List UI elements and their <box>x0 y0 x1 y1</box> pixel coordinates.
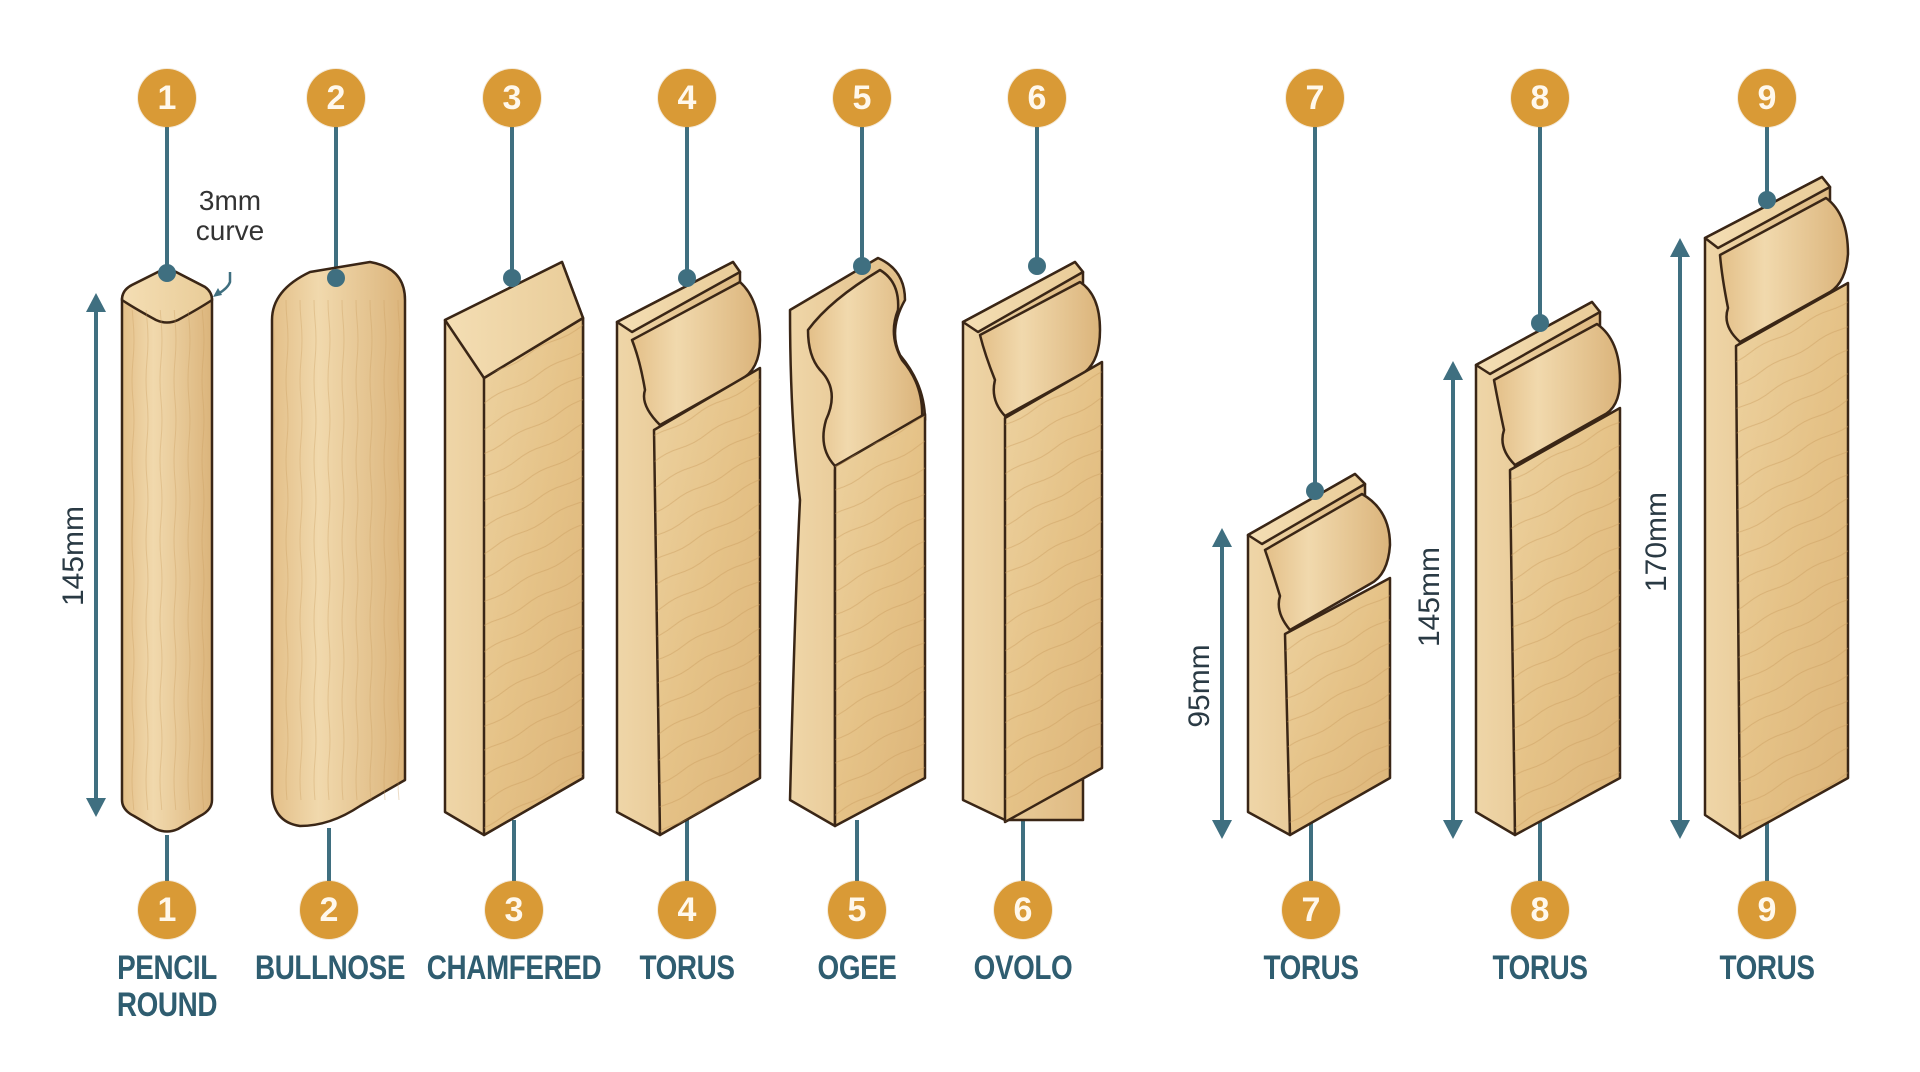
profile-name-3: CHAMFERED <box>426 949 602 987</box>
leader-lines <box>165 127 1769 881</box>
top-badge-6: 6 <box>1008 69 1066 127</box>
profile-9-shape <box>1703 175 1850 840</box>
bottom-badge-6: 6 <box>994 881 1052 939</box>
profile-7-shape <box>1246 472 1392 837</box>
dimension-label-1: 145mm <box>57 505 90 607</box>
dimension-label-9: 170mm <box>1640 491 1673 593</box>
top-badge-4: 4 <box>658 69 716 127</box>
top-badge-7: 7 <box>1286 69 1344 127</box>
bottom-badge-2: 2 <box>300 881 358 939</box>
bottom-badge-9: 9 <box>1738 881 1796 939</box>
bottom-badge-7: 7 <box>1282 881 1340 939</box>
profile-name-7: TORUS <box>1263 949 1359 987</box>
bottom-badge-5: 5 <box>828 881 886 939</box>
dimension-label-8: 145mm <box>1413 546 1446 648</box>
top-badge-2: 2 <box>307 69 365 127</box>
profile-4-shape <box>615 260 762 837</box>
top-badge-5: 5 <box>833 69 891 127</box>
profile-name-1: PENCIL ROUND <box>116 949 218 1024</box>
profile-5-shape <box>788 256 927 828</box>
profile-name-8: TORUS <box>1492 949 1588 987</box>
wood-profiles <box>120 175 1850 840</box>
profile-name-5: OGEE <box>817 949 897 987</box>
profile-1-shape <box>120 268 214 833</box>
bottom-badge-8: 8 <box>1511 881 1569 939</box>
dimension-arrows <box>86 238 1690 839</box>
top-badge-9: 9 <box>1738 69 1796 127</box>
dimension-label-7: 95mm <box>1183 644 1216 728</box>
bottom-badge-4: 4 <box>658 881 716 939</box>
profile-name-9: TORUS <box>1719 949 1815 987</box>
curve-annotation: 3mm curve <box>190 186 270 246</box>
profile-6-shape <box>961 260 1104 824</box>
profile-name-2: BULLNOSE <box>254 949 406 987</box>
top-badge-3: 3 <box>483 69 541 127</box>
bottom-badge-1: 1 <box>138 881 196 939</box>
profile-name-4: TORUS <box>639 949 735 987</box>
profile-2-shape <box>270 260 407 828</box>
curve-annotation-line2: curve <box>195 215 265 246</box>
top-badge-8: 8 <box>1511 69 1569 127</box>
profile-3-shape <box>443 260 585 837</box>
curve-annotation-line1: 3mm <box>198 185 262 216</box>
bottom-badge-3: 3 <box>485 881 543 939</box>
profile-name-6: OVOLO <box>973 949 1073 987</box>
top-badge-1: 1 <box>138 69 196 127</box>
leader-dots <box>158 191 1776 500</box>
profile-8-shape <box>1474 300 1622 837</box>
